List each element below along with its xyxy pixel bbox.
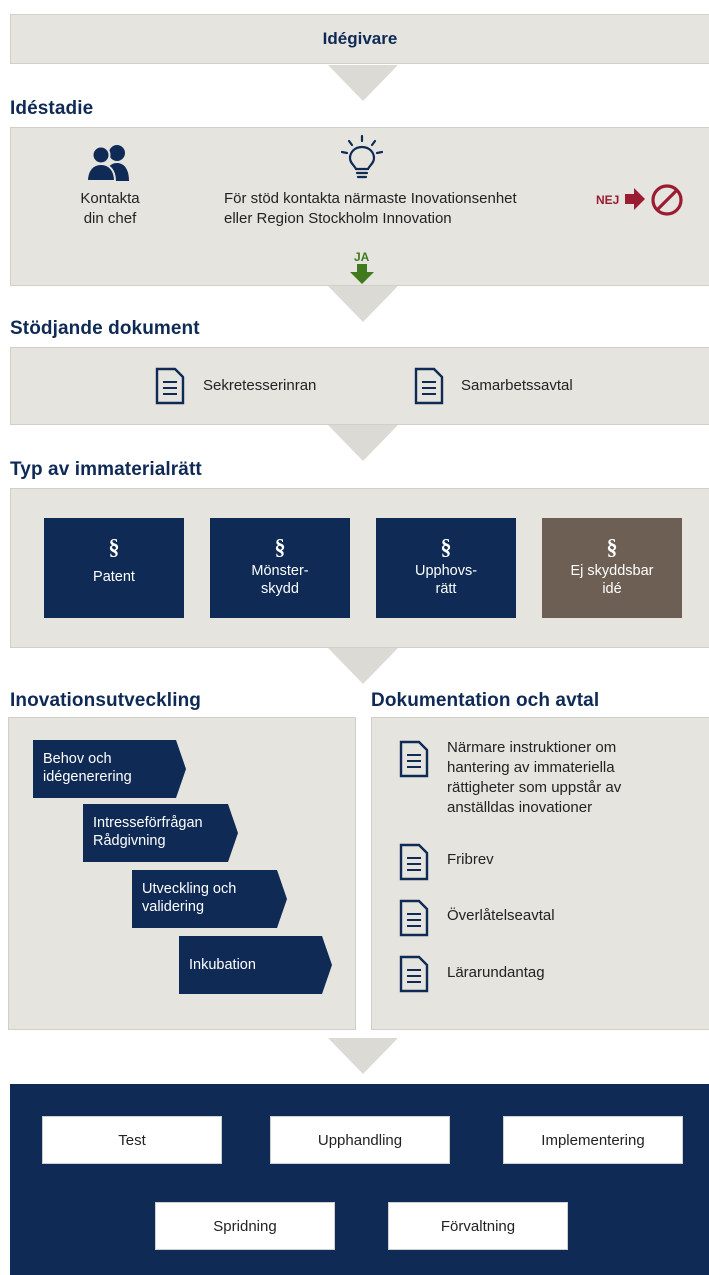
spridning-box: Spridning <box>155 1202 335 1250</box>
test-box: Test <box>42 1116 222 1164</box>
document-icon <box>399 955 429 993</box>
document-icon <box>399 899 429 937</box>
ip-box-label: Mönster- <box>251 563 309 579</box>
nej-arrow-icon <box>625 188 645 215</box>
innov-step-label: Utveckling och validering <box>142 881 237 915</box>
innov-step-label: Intresseförfrågan Rådgivning <box>93 815 203 849</box>
ip-box-patent: § Patent <box>44 518 184 618</box>
ja-arrow-icon <box>350 264 374 289</box>
idegivare-bar: Idégivare <box>10 14 709 64</box>
contact-chef-text: Kontakta din chef <box>50 189 170 229</box>
instructions-text: Närmare instruktioner om hantering av im… <box>447 738 702 818</box>
ip-box-label: rätt <box>435 581 457 597</box>
implementering-box: Implementering <box>503 1116 683 1164</box>
ip-box-upphovsratt: § Upphovs- rätt <box>376 518 516 618</box>
ip-box-label: Patent <box>93 569 135 585</box>
sekretesserinran-label: Sekretesserinran <box>203 377 317 394</box>
innov-step-label: Inkubation <box>189 957 256 973</box>
prohibited-icon <box>650 183 684 222</box>
samarbetssavtal-label: Samarbetssavtal <box>461 377 573 394</box>
paragraph-icon: § <box>274 534 286 559</box>
innov-step-3: Utveckling och validering <box>132 870 287 928</box>
ip-box-ej-skyddsbar: § Ej skyddsbar idé <box>542 518 682 618</box>
flow-chevron-4 <box>328 648 398 684</box>
forvaltning-box: Förvaltning <box>388 1202 568 1250</box>
ip-box-label: Ej skyddsbar <box>570 563 654 579</box>
idegivare-title: Idégivare <box>322 29 398 48</box>
support-line-2: eller Region Stockholm Innovation <box>224 210 452 227</box>
ip-box-label: Upphovs- <box>414 563 478 579</box>
instructions-line: hantering av immateriella <box>447 759 615 776</box>
innov-step-1: Behov och idégenerering <box>33 740 186 798</box>
contact-line-1: Kontakta <box>80 190 140 207</box>
contact-line-2: din chef <box>83 210 137 227</box>
dokavtal-heading: Dokumentation och avtal <box>371 690 600 711</box>
flow-chevron-2 <box>328 286 398 322</box>
idestadie-panel <box>10 127 709 286</box>
ip-box-monsterskydd: § Mönster- skydd <box>210 518 350 618</box>
innov-heading: Inovationsutveckling <box>10 690 201 711</box>
instructions-line: rättigheter som uppstår av <box>447 779 622 796</box>
lararundantag-label: Lärarundantag <box>447 964 545 981</box>
lightbulb-icon <box>339 134 385 187</box>
document-icon <box>414 367 444 405</box>
document-icon <box>399 843 429 881</box>
ja-label: JA <box>354 250 370 264</box>
innov-step-2: Intresseförfrågan Rådgivning <box>83 804 238 862</box>
stodjande-heading: Stödjande dokument <box>10 318 200 339</box>
support-line-1: För stöd kontakta närmaste Inovationsenh… <box>224 190 517 207</box>
stodjande-panel <box>10 347 709 425</box>
ip-heading: Typ av immaterialrätt <box>10 459 202 480</box>
support-text: För stöd kontakta närmaste Inovationsenh… <box>224 189 574 229</box>
innov-step-4: Inkubation <box>179 936 332 994</box>
outcome-panel: Test Upphandling Implementering Spridnin… <box>10 1084 709 1275</box>
document-icon <box>155 367 185 405</box>
upphandling-box: Upphandling <box>270 1116 450 1164</box>
ip-box-label: skydd <box>261 581 299 597</box>
paragraph-icon: § <box>440 534 452 559</box>
ip-box-label: idé <box>602 581 622 597</box>
flow-chevron-1 <box>328 65 398 101</box>
flow-chevron-5 <box>328 1038 398 1074</box>
idestadie-heading: Idéstadie <box>10 98 94 119</box>
document-icon <box>399 740 429 778</box>
paragraph-icon: § <box>606 534 618 559</box>
paragraph-icon: § <box>108 534 120 559</box>
instructions-line: Närmare instruktioner om <box>447 739 617 756</box>
instructions-line: anställdas inovationer <box>447 799 593 816</box>
overlatelseavtal-label: Överlåtelseavtal <box>447 907 555 924</box>
nej-label: NEJ <box>596 193 620 207</box>
people-icon <box>84 143 134 186</box>
flow-chevron-3 <box>328 425 398 461</box>
fribrev-label: Fribrev <box>447 851 494 868</box>
innov-step-label: Behov och idégenerering <box>43 751 132 785</box>
